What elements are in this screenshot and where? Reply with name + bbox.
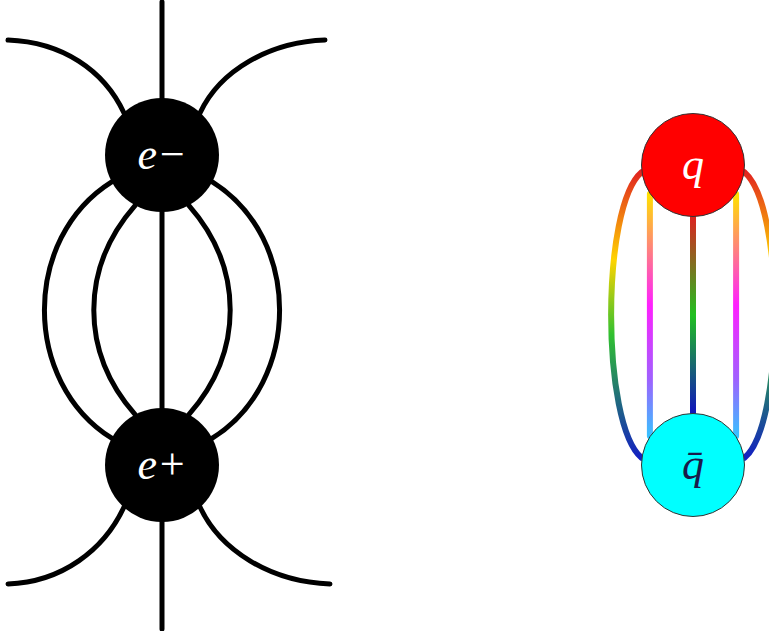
field-line xyxy=(160,520,165,629)
field-line xyxy=(160,2,165,100)
flux-tube-line xyxy=(733,194,739,436)
flux-tube-line xyxy=(745,172,769,458)
particle-symbol: q xyxy=(682,143,704,187)
field-line xyxy=(189,205,230,414)
field-line xyxy=(212,182,279,438)
field-line xyxy=(200,507,330,584)
electron-circle: e− xyxy=(105,98,219,212)
particle-symbol: e+ xyxy=(137,443,186,487)
particle-symbol: q̄ xyxy=(682,443,704,487)
flux-tube-line xyxy=(647,194,653,436)
field-line xyxy=(8,507,124,584)
flux-tube-line xyxy=(611,172,641,458)
particle-symbol: e− xyxy=(137,133,186,177)
antiquark-circle: q̄ xyxy=(641,413,745,517)
field-line xyxy=(8,40,124,113)
field-line xyxy=(200,40,325,113)
field-line xyxy=(160,212,165,408)
field-line xyxy=(44,182,111,438)
positron-circle: e+ xyxy=(105,408,219,522)
flux-tube-line xyxy=(690,217,696,413)
quark-circle: q xyxy=(641,113,745,217)
open-field-lines xyxy=(8,2,330,629)
field-line xyxy=(94,205,135,414)
